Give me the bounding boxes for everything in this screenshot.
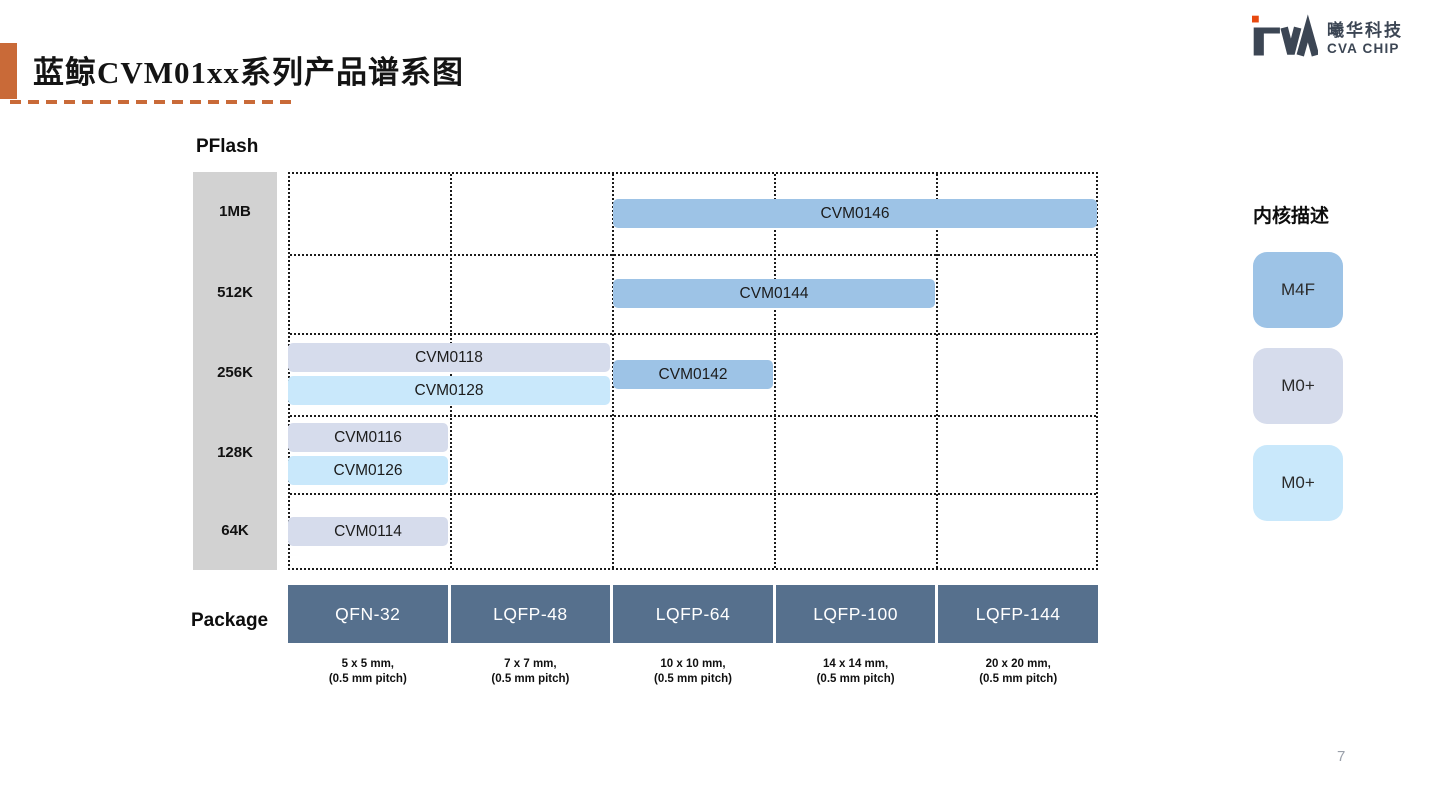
product-bar: CVM0128 [288, 376, 610, 405]
package-size-line: 14 x 14 mm, [822, 658, 889, 670]
logo-text: 曦华科技 CVA CHIP [1327, 21, 1403, 56]
grid-horizontal-line [290, 333, 1096, 335]
product-bar: CVM0116 [288, 423, 448, 452]
grid-vertical-line [936, 174, 938, 568]
product-bar: CVM0126 [288, 456, 448, 485]
pflash-tick-label: 128K [217, 444, 253, 461]
package-size-line: 10 x 10 mm, [660, 658, 726, 670]
package-size-label: 10 x 10 mm, (0.5 mm pitch) [613, 657, 773, 687]
product-bar: CVM0146 [613, 199, 1097, 228]
package-pitch-line: (0.5 mm pitch) [654, 673, 732, 685]
package-size-row: 5 x 5 mm, (0.5 mm pitch) 7 x 7 mm, (0.5 mm … [288, 657, 1098, 687]
legend-item-core: M0+ [1253, 348, 1343, 424]
product-bar: CVM0118 [288, 343, 610, 372]
pflash-tick-label: 64K [221, 521, 249, 539]
page-number: 7 [1337, 748, 1346, 765]
package-cell: LQFP-144 [938, 585, 1098, 643]
package-size-label: 20 x 20 mm, (0.5 mm pitch) [938, 657, 1098, 687]
product-bar: CVM0142 [613, 360, 773, 389]
company-logo: 曦华科技 CVA CHIP [1252, 14, 1403, 63]
package-size-label: 14 x 14 mm, (0.5 mm pitch) [776, 657, 936, 687]
cva-logo-mark-icon [1252, 14, 1320, 63]
title-accent-bar [0, 43, 17, 99]
package-cell: LQFP-48 [450, 585, 611, 643]
package-size-line: 7 x 7 mm, [504, 658, 557, 670]
package-size-line: 5 x 5 mm, [341, 658, 394, 670]
pflash-tick-label: 256K [217, 364, 253, 381]
title-dashed-underline [10, 100, 291, 104]
grid-horizontal-line [290, 254, 1096, 256]
legend-item-core: M0+ [1253, 445, 1343, 521]
package-pitch-line: (0.5 mm pitch) [979, 673, 1058, 685]
pflash-tick-label: 512K [217, 283, 253, 301]
package-size-label: 5 x 5 mm, (0.5 mm pitch) [288, 657, 448, 687]
pflash-column [193, 172, 277, 570]
pflash-axis-title: PFlash [196, 136, 259, 157]
package-size-label: 7 x 7 mm, (0.5 mm pitch) [451, 657, 611, 687]
package-cell: LQFP-64 [613, 585, 773, 643]
pflash-tick-label: 1MB [219, 203, 251, 220]
grid-horizontal-line [290, 415, 1096, 417]
legend-item-core: M4F [1253, 252, 1343, 328]
package-pitch-line: (0.5 mm pitch) [491, 673, 570, 685]
package-cell: QFN-32 [288, 585, 448, 643]
package-pitch-line: (0.5 mm pitch) [328, 673, 407, 685]
package-cell: LQFP-100 [775, 585, 936, 643]
package-pitch-line: (0.5 mm pitch) [816, 673, 895, 685]
page-title: 蓝鲸CVM01xx系列产品谱系图 [33, 55, 465, 90]
grid-horizontal-line [290, 493, 1096, 495]
product-bar: CVM0114 [288, 517, 448, 546]
package-axis-title: Package [191, 610, 269, 631]
product-bar: CVM0144 [613, 279, 935, 308]
logo-company-cn: 曦华科技 [1327, 20, 1403, 40]
grid-vertical-line [774, 174, 776, 568]
legend-title: 内核描述 [1253, 206, 1330, 227]
logo-company-en: CVA CHIP [1327, 40, 1400, 56]
package-size-line: 20 x 20 mm, [985, 658, 1051, 670]
